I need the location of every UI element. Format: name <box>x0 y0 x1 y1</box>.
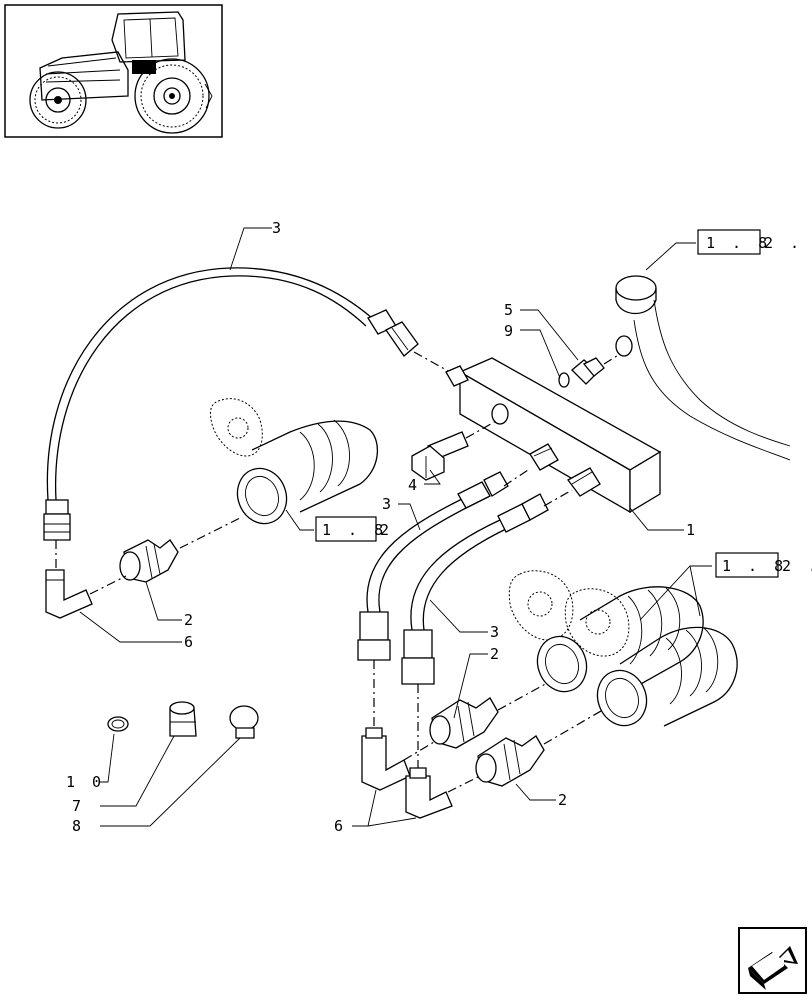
callout-10: 1 0 <box>66 773 105 791</box>
ref-box-mid-left <box>315 516 377 542</box>
valve-block <box>445 357 662 514</box>
ref-top-right-suffix: 2 . 1 <box>764 234 812 252</box>
elbow-fitting-left <box>45 569 93 619</box>
ref-mid-left-suffix: 2 <box>380 521 393 539</box>
callout-2-right: 2 <box>558 791 571 809</box>
hydraulic-hose-top <box>43 267 419 541</box>
callout-8: 8 <box>72 817 85 835</box>
callout-5: 5 <box>504 301 517 319</box>
pipe-top-right <box>615 275 791 461</box>
quick-coupler-right <box>475 735 545 787</box>
hydraulic-hose-mid-2 <box>401 493 549 685</box>
socket-bracket-left <box>209 398 379 525</box>
callout-7: 7 <box>72 797 85 815</box>
elbow-fitting-mid <box>361 727 411 791</box>
o-ring-10 <box>107 716 129 732</box>
callout-4: 4 <box>408 476 421 494</box>
callout-3-right: 3 <box>490 623 503 641</box>
callout-labels: 3 1 . 8 2 . 1 5 9 4 3 1 1 . 8 2 2 6 1 . … <box>66 219 812 835</box>
elbow-fitting-right <box>405 767 453 819</box>
ref-right: 1 . 8 <box>722 557 787 575</box>
socket-bracket-right <box>508 570 738 727</box>
ref-right-suffix: 2 . <box>782 557 812 575</box>
washer-9 <box>558 372 570 388</box>
bolt-4 <box>411 431 469 481</box>
ref-mid-left: 1 . 8 <box>322 521 387 539</box>
front-wheel-icon <box>29 71 87 129</box>
ref-box-top <box>697 229 761 255</box>
callout-1: 1 <box>686 521 699 539</box>
quick-coupler-left <box>119 539 179 583</box>
ref-box-right <box>715 552 779 578</box>
bolt-5 <box>571 357 605 385</box>
quick-coupler-mid <box>429 697 499 749</box>
cap-7 <box>169 701 197 737</box>
plug-8 <box>229 705 259 739</box>
rear-wheel-icon <box>134 58 210 134</box>
callout-3-top: 3 <box>272 219 285 237</box>
callout-2-left: 2 <box>184 611 197 629</box>
ref-top-right: 1 . 8 <box>706 234 771 252</box>
callout-9: 9 <box>504 322 517 340</box>
next-page-arrow-icon[interactable] <box>738 927 807 994</box>
callout-2-mid: 2 <box>490 645 503 663</box>
callout-6-left: 6 <box>184 633 197 651</box>
callout-3-mid: 3 <box>382 495 395 513</box>
hydraulic-hose-mid-1 <box>357 471 509 661</box>
tractor-thumbnail <box>4 4 223 138</box>
leader-lines <box>79 227 712 827</box>
callout-6-right: 6 <box>334 817 347 835</box>
